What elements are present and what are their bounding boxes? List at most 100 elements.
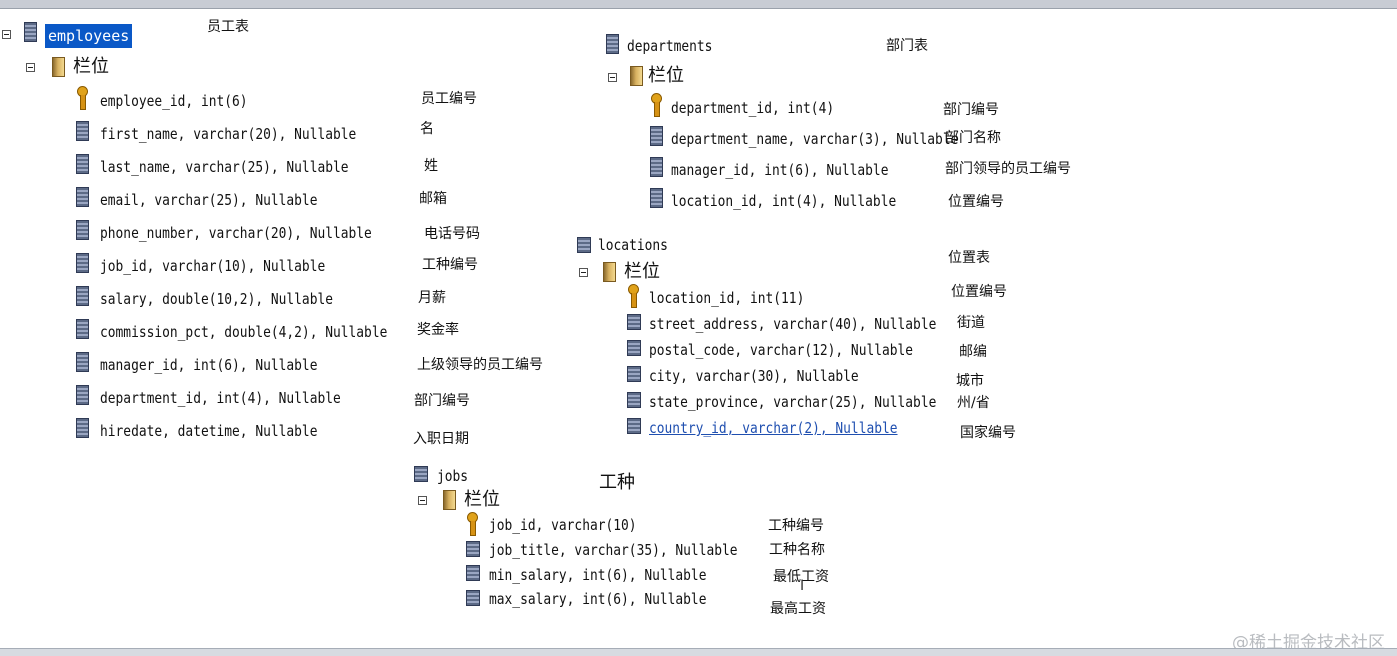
collapse-icon[interactable] [608,73,617,82]
column-desc: 街道 [957,315,985,331]
column-postal-code[interactable]: postal_code, varchar(12), Nullable [649,341,914,359]
table-icon [606,34,619,54]
column-icon [76,286,89,306]
primary-key-icon [627,284,639,308]
column-country-id[interactable]: country_id, varchar(2), Nullable [649,419,898,437]
collapse-icon[interactable] [579,268,588,277]
column-icon [466,565,480,581]
column-state-province[interactable]: state_province, varchar(25), Nullable [649,393,937,411]
employees-cn-title: 员工表 [207,19,249,35]
column-desc: 员工编号 [421,91,477,107]
column-desc: 最低工资 [773,569,829,585]
status-bar [0,648,1397,656]
column-desc: 入职日期 [413,431,469,447]
column-icon [76,352,89,372]
primary-key-icon [76,86,88,110]
folder-icon [630,66,643,86]
column-icon [650,188,663,208]
column-employee-id[interactable]: employee_id, int(6) [100,92,248,110]
column-min-salary[interactable]: min_salary, int(6), Nullable [489,566,707,584]
column-desc: 邮箱 [419,191,447,207]
column-icon [76,121,89,141]
tree-node-employees[interactable]: employees [45,24,133,48]
folder-icon [52,57,65,77]
column-department-id[interactable]: department_id, int(4), Nullable [100,389,341,407]
column-city[interactable]: city, varchar(30), Nullable [649,367,859,385]
column-email[interactable]: email, varchar(25), Nullable [100,191,318,209]
column-location-id[interactable]: location_id, int(4), Nullable [671,192,897,210]
collapse-icon[interactable] [2,30,11,39]
jobs-cn-title: 工种 [599,472,635,493]
column-desc: 工种名称 [769,542,825,558]
column-salary[interactable]: salary, double(10,2), Nullable [100,290,334,308]
column-desc: 电话号码 [424,226,480,242]
column-desc: 名 [420,121,434,137]
column-location-id[interactable]: location_id, int(11) [649,289,805,307]
column-desc: 部门编号 [943,102,999,118]
column-icon [650,157,663,177]
tree-node-fields[interactable]: 栏位 [73,56,109,77]
primary-key-icon [466,512,478,536]
column-icon [627,392,641,408]
column-desc: 邮编 [959,344,987,360]
column-commission-pct[interactable]: commission_pct, double(4,2), Nullable [100,323,388,341]
column-desc: 工种编号 [768,518,824,534]
tree-node-locations[interactable]: locations [598,236,668,254]
column-desc: 位置编号 [951,284,1007,300]
tree-node-fields[interactable]: 栏位 [464,489,500,510]
column-desc: 城市 [956,373,984,389]
column-street-address[interactable]: street_address, varchar(40), Nullable [649,315,937,333]
column-desc: 姓 [424,158,438,174]
column-job-title[interactable]: job_title, varchar(35), Nullable [489,541,738,559]
column-department-name[interactable]: department_name, varchar(3), Nullable [671,130,959,148]
column-icon [76,253,89,273]
column-first-name[interactable]: first_name, varchar(20), Nullable [100,125,357,143]
column-job-id[interactable]: job_id, varchar(10), Nullable [100,257,326,275]
column-desc: 部门编号 [414,393,470,409]
column-job-id[interactable]: job_id, varchar(10) [489,516,637,534]
tree-node-fields[interactable]: 栏位 [648,65,684,86]
column-desc: 月薪 [418,290,446,306]
column-icon [627,314,641,330]
column-icon [627,366,641,382]
column-hiredate[interactable]: hiredate, datetime, Nullable [100,422,318,440]
column-icon [627,418,641,434]
column-last-name[interactable]: last_name, varchar(25), Nullable [100,158,349,176]
column-desc: 州/省 [957,395,990,411]
primary-key-icon [650,93,662,117]
collapse-icon[interactable] [418,496,427,505]
column-icon [466,590,480,606]
column-icon [627,340,641,356]
column-desc: 工种编号 [422,257,478,273]
column-icon [76,154,89,174]
locations-cn-title: 位置表 [948,250,990,266]
tree-node-jobs[interactable]: jobs [437,467,469,485]
table-icon [577,237,591,253]
folder-icon [603,262,616,282]
column-desc: 奖金率 [417,322,459,338]
column-icon [76,385,89,405]
text-cursor-icon: I [800,578,805,594]
column-department-id[interactable]: department_id, int(4) [671,99,835,117]
column-max-salary[interactable]: max_salary, int(6), Nullable [489,590,707,608]
column-icon [76,220,89,240]
column-icon [466,541,480,557]
tree-node-departments[interactable]: departments [627,37,713,55]
column-desc: 位置编号 [948,194,1004,210]
column-manager-id[interactable]: manager_id, int(6), Nullable [100,356,318,374]
column-icon [76,319,89,339]
departments-cn-title: 部门表 [886,38,928,54]
table-icon [414,466,428,482]
column-desc: 国家编号 [960,425,1016,441]
tree-node-fields[interactable]: 栏位 [624,261,660,282]
column-desc: 上级领导的员工编号 [417,357,543,373]
column-phone-number[interactable]: phone_number, varchar(20), Nullable [100,224,372,242]
column-desc: 最高工资 [770,601,826,617]
column-icon [76,187,89,207]
column-desc: 部门名称 [945,130,1001,146]
column-icon [76,418,89,438]
column-manager-id[interactable]: manager_id, int(6), Nullable [671,161,889,179]
column-icon [650,126,663,146]
collapse-icon[interactable] [26,63,35,72]
top-toolbar-edge [0,0,1397,9]
